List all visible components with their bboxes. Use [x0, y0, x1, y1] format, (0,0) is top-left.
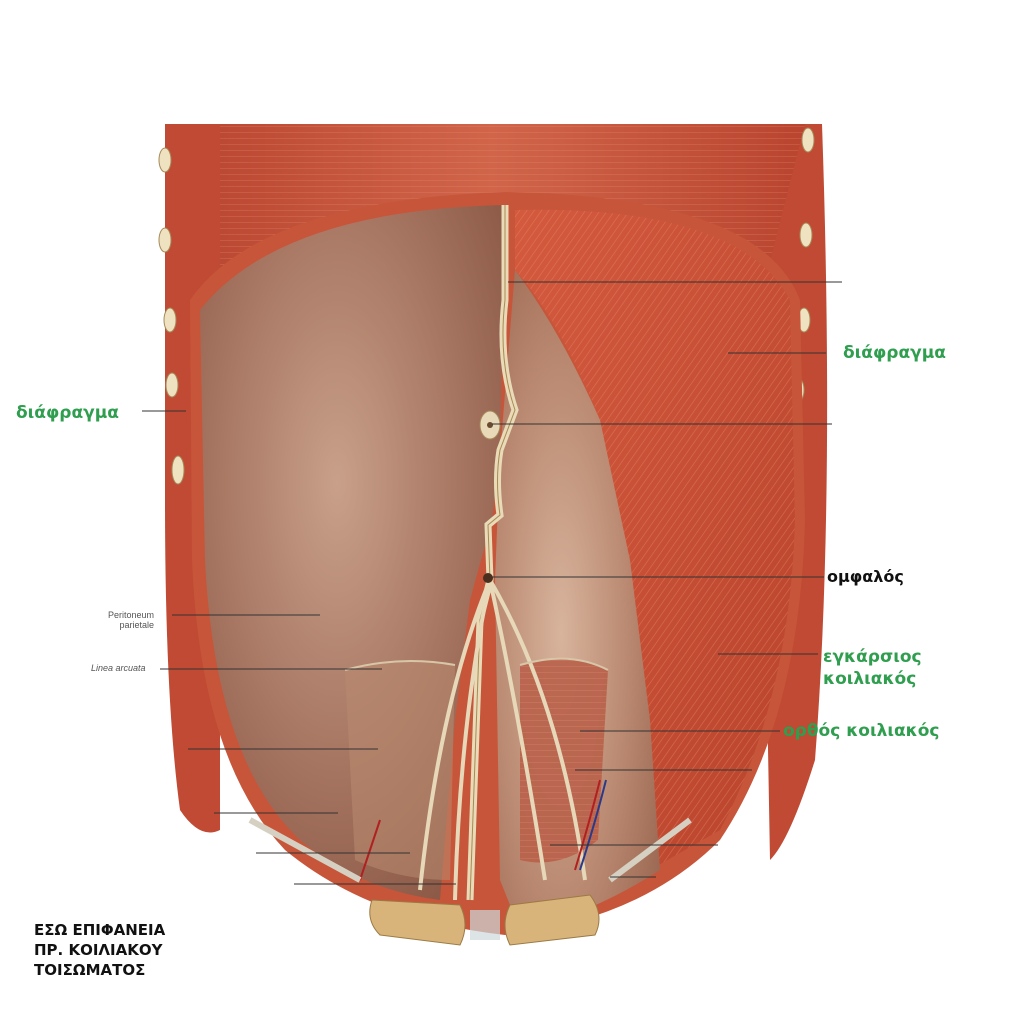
caption-line1: ΕΣΩ ΕΠΙΦΑΝΕΙΑ [34, 921, 166, 939]
umbilical-ligaments [418, 578, 587, 901]
pubic-symphysis [369, 894, 600, 946]
label-peritoneum-line1: Peritoneum [107, 610, 154, 620]
figure-caption: ΕΣΩ ΕΠΙΦΑΝΕΙΑ ΠΡ. ΚΟΙΛΙΑΚΟΥ ΤΟΙΣΩΜΑΤΟΣ [34, 920, 165, 980]
label-diaphragm-right: διάφραγμα [843, 343, 946, 363]
leader-lines [142, 281, 842, 885]
caption-line3: ΤΟΙΣΩΜΑΤΟΣ [34, 961, 146, 979]
inguinal-ligament-left [248, 817, 362, 883]
epigastric-vessels [359, 779, 607, 881]
caption-line2: ΠΡ. ΚΟΙΛΙΑΚΟΥ [34, 941, 163, 959]
label-umbilicus: ομφαλός [827, 567, 904, 586]
linea-arcuata-curve [344, 660, 456, 671]
inguinal-ligament-right [608, 817, 692, 883]
umbilicus-mark [483, 573, 493, 583]
label-diaphragm-left: διάφραγμα [16, 403, 119, 423]
label-peritoneum-parietale: Peritoneum parietale [96, 610, 154, 630]
label-transversus: εγκάρσιος κοιλιακός [823, 646, 922, 690]
label-transversus-line1: εγκάρσιος [823, 647, 922, 667]
label-transversus-line2: κοιλιακός [823, 669, 917, 689]
label-peritoneum-line2: parietale [119, 620, 154, 630]
label-linea-arcuata: Linea arcuata [91, 663, 146, 673]
label-rectus: ορθός κοιλιακός [783, 721, 940, 741]
